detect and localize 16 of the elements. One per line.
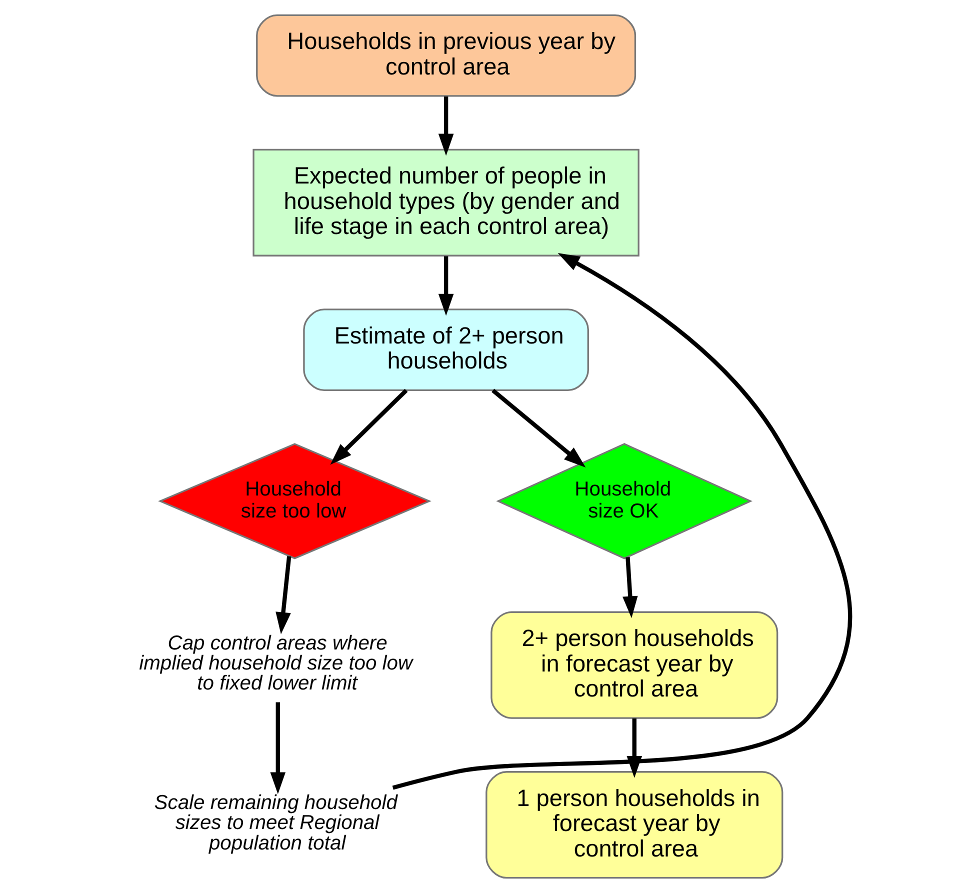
arrow [392, 253, 852, 790]
node-text: Scale remaining household sizes to meet Regional population total [154, 792, 398, 854]
node-box: Estimate of 2+ person households [303, 308, 589, 391]
arrow [438, 96, 454, 156]
node-box: Households in previous year by control area [256, 14, 636, 97]
arrow [330, 388, 408, 465]
node-box: 2+ person households in forecast year by control area [490, 611, 778, 719]
arrow [438, 256, 454, 316]
node-diamond: Household size OK [496, 443, 752, 560]
node-text: Cap control areas where implied household size too low to fixed lower limit [139, 632, 413, 695]
node-box: 1 person households in forecast year by control area [486, 771, 784, 879]
arrow [276, 556, 292, 634]
arrow [622, 557, 638, 618]
arrow [270, 702, 286, 794]
arrow [492, 388, 586, 468]
node-box: Expected number of people in household types (by gender and life stage in each control area) [252, 148, 640, 256]
